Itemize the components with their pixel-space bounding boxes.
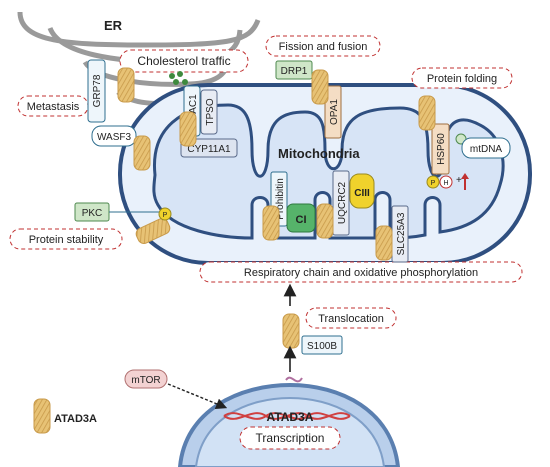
nucleus-gene-label: ATAD3A — [267, 410, 314, 424]
svg-text:Prohibitin: Prohibitin — [275, 178, 286, 220]
svg-text:mTOR: mTOR — [131, 375, 160, 386]
svg-text:P: P — [163, 212, 168, 219]
protein-drp1: DRP1 — [275, 60, 313, 80]
protein-tpso: TPSO — [200, 89, 218, 135]
svg-text:UQCRC2: UQCRC2 — [337, 181, 348, 224]
label-protein-folding: Protein folding — [411, 67, 513, 89]
label-protein-stability: Protein stability — [9, 228, 123, 250]
label-metastasis: Metastasis — [17, 95, 89, 117]
label-translocation: Translocation — [305, 307, 397, 329]
protein-hsp60: HSP60 — [431, 123, 450, 175]
protein-s100b: S100B — [301, 335, 343, 355]
arrows — [167, 283, 297, 410]
protein-slc25a3: SLC25A3 — [391, 205, 409, 263]
svg-text:WASF3: WASF3 — [97, 132, 132, 143]
protein-mtor: mTOR — [124, 369, 168, 389]
protein-uqcrc2: UQCRC2 — [332, 170, 350, 236]
svg-text:VDAC1: VDAC1 — [188, 94, 199, 128]
svg-text:Protein folding: Protein folding — [427, 73, 497, 85]
svg-text:+: + — [456, 175, 462, 186]
phosphate-pkc: P — [109, 207, 172, 221]
atad3a-blobs — [33, 67, 436, 434]
cholesterol-dots — [169, 71, 188, 85]
svg-text:Respiratory chain and oxidativ: Respiratory chain and oxidative phosphor… — [244, 267, 478, 279]
svg-text:HSP60: HSP60 — [436, 133, 447, 165]
svg-text:TPSO: TPSO — [205, 98, 216, 125]
svg-text:P: P — [431, 180, 436, 187]
svg-text:Translocation: Translocation — [318, 313, 384, 325]
svg-text:OPA1: OPA1 — [329, 99, 340, 125]
legend-atad3a-label: ATAD3A — [54, 413, 97, 425]
protein-wasf3: WASF3 — [91, 125, 137, 147]
protein-grp78: GRP78 — [87, 59, 106, 123]
er-label: ER — [104, 18, 123, 33]
protein-opa1: OPA1 — [324, 85, 342, 139]
label-fission-fusion: Fission and fusion — [265, 35, 381, 57]
svg-text:Protein stability: Protein stability — [29, 234, 104, 246]
svg-text:GRP78: GRP78 — [92, 74, 103, 107]
svg-text:Cholesterol traffic: Cholesterol traffic — [137, 54, 230, 68]
svg-text:Fission and fusion: Fission and fusion — [279, 41, 368, 53]
protein-mtdna: mtDNA — [455, 133, 511, 159]
svg-text:CYP11A1: CYP11A1 — [187, 144, 231, 155]
svg-text:CI: CI — [296, 214, 307, 226]
svg-text:S100B: S100B — [307, 341, 337, 352]
hsp60-symbols: P H + — [426, 173, 469, 190]
mitochondria-label: Mitochondria — [278, 146, 360, 161]
svg-text:CIII: CIII — [354, 188, 370, 199]
svg-text:Transcription: Transcription — [256, 431, 325, 445]
svg-text:mtDNA: mtDNA — [470, 144, 503, 155]
svg-text:Metastasis: Metastasis — [27, 101, 80, 113]
label-cholesterol-traffic: Cholesterol traffic — [119, 49, 249, 73]
svg-text:DRP1: DRP1 — [281, 66, 308, 77]
complex-ci: CI — [286, 203, 316, 233]
mrna-squiggle — [285, 376, 303, 383]
label-transcription: Transcription — [239, 426, 341, 450]
label-respiratory-chain: Respiratory chain and oxidative phosphor… — [199, 261, 523, 283]
svg-text:H: H — [443, 180, 448, 187]
svg-text:PKC: PKC — [82, 208, 103, 219]
complex-ciii: CIII — [349, 173, 375, 209]
protein-pkc: PKC — [74, 202, 110, 222]
svg-text:SLC25A3: SLC25A3 — [396, 212, 407, 255]
